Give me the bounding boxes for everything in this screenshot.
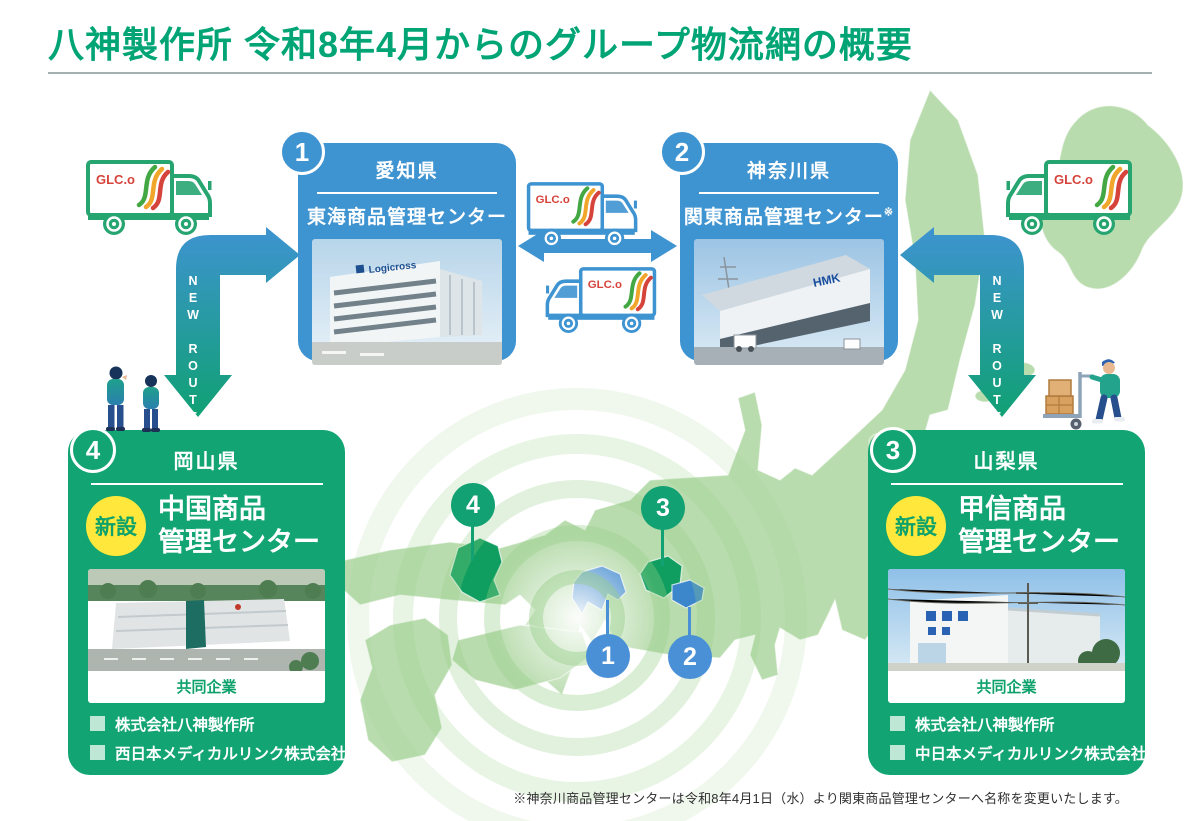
new-badge: 新設: [886, 495, 946, 556]
map-marker-3: 3: [641, 486, 685, 530]
marker-stem-2: [688, 607, 691, 637]
badge-number-3: 3: [870, 427, 916, 473]
center-card-chugoku: 岡山県 新設 中国商品 管理センター 共同企業: [68, 430, 346, 775]
truck-middle-top: GLC.o: [526, 182, 638, 248]
photo-logo-text: Logicross: [368, 260, 417, 276]
footnote: ※神奈川商品管理センターは令和8年4月1日（水）より関東商品管理センターへ名称を…: [513, 791, 1128, 806]
prefecture-label: 愛知県: [375, 161, 439, 182]
new-route-arrow-right: [900, 227, 1036, 417]
bullet-square: [890, 716, 905, 732]
building-photo-chugoku: [88, 568, 325, 671]
map-marker-2: 2: [668, 635, 712, 679]
building-photo-tokai: Logicross: [312, 239, 502, 365]
partner-item: 西日本メディカルリンク株式会社: [90, 742, 346, 764]
truck-logo-text: GLC.o: [536, 194, 570, 206]
truck-logo-text: GLC.o: [96, 172, 135, 187]
note-mark: ※: [883, 206, 895, 219]
map-marker-1: 1: [586, 634, 630, 678]
map-shikoku: [451, 624, 591, 691]
truck-logo-text: GLC.o: [1054, 172, 1093, 187]
center-name: 関東商品管理センター※: [683, 206, 895, 228]
marker-stem-1: [606, 600, 609, 636]
marker-stem-4: [471, 523, 474, 561]
worker-figure: [1043, 359, 1125, 430]
page-title: 八神製作所 令和8年4月からのグループ物流網の概要: [48, 24, 913, 65]
bullet-square: [890, 745, 905, 761]
badge-number-4: 4: [70, 427, 116, 473]
badge-number-2: 2: [659, 129, 705, 175]
center-name: 甲信商品 管理センター: [958, 494, 1120, 557]
center-card-koshin: 山梨県 新設 甲信商品 管理センター: [868, 430, 1146, 775]
partners-heading: 共同企業: [976, 678, 1037, 696]
divider: [317, 192, 497, 194]
center-name: 東海商品管理センター: [306, 207, 507, 228]
photo-panel: 共同企業: [888, 568, 1125, 703]
center-card-tokai: 愛知県 東海商品管理センター Logicross: [298, 143, 516, 365]
partners-list: 株式会社八神製作所 西日本メディカルリンク株式会社: [90, 713, 346, 764]
new-badge: 新設: [86, 495, 146, 556]
prefecture-label: 神奈川県: [746, 161, 831, 182]
divider: [890, 483, 1123, 485]
badge-number-1: 1: [279, 129, 325, 175]
building-photo-kanto: HMK: [694, 239, 884, 365]
center-card-kanto: 神奈川県 関東商品管理センター※ HMK: [680, 143, 898, 365]
building-photo-koshin: [888, 568, 1125, 671]
partners-list: 株式会社八神製作所 中日本メディカルリンク株式会社: [890, 713, 1146, 764]
marker-stem-3: [661, 526, 664, 566]
prefecture-label: 山梨県: [973, 451, 1040, 473]
bullet-square: [90, 716, 105, 732]
truck-logo-text: GLC.o: [588, 279, 622, 291]
people-figures: [106, 366, 160, 432]
partners-heading: 共同企業: [176, 678, 237, 696]
photo-logo-text: HMK: [812, 270, 842, 289]
new-route-label-left: NEW ROUTE: [186, 274, 200, 427]
title-underline: [48, 72, 1152, 74]
partner-item: 中日本メディカルリンク株式会社: [890, 742, 1146, 764]
partner-item: 株式会社八神製作所: [890, 713, 1145, 735]
bullet-square: [90, 745, 105, 761]
truck-right-green: GLC.o: [1006, 160, 1132, 235]
two-way-arrow: [518, 230, 677, 262]
center-name: 中国商品 管理センター: [158, 494, 320, 557]
new-route-label-right: NEW ROUTE: [990, 274, 1004, 427]
map-marker-4: 4: [451, 483, 495, 527]
map-pref-kanagawa: [671, 579, 705, 609]
partner-item: 株式会社八神製作所: [90, 713, 345, 735]
divider: [90, 483, 323, 485]
new-route-arrow-left: [164, 227, 300, 417]
divider: [699, 192, 879, 194]
truck-middle-bottom: GLC.o: [545, 267, 657, 333]
map-kyushu: [359, 617, 453, 763]
prefecture-label: 岡山県: [173, 451, 240, 473]
photo-panel: 共同企業: [88, 568, 325, 703]
truck-left-green: GLC.o: [86, 160, 212, 235]
